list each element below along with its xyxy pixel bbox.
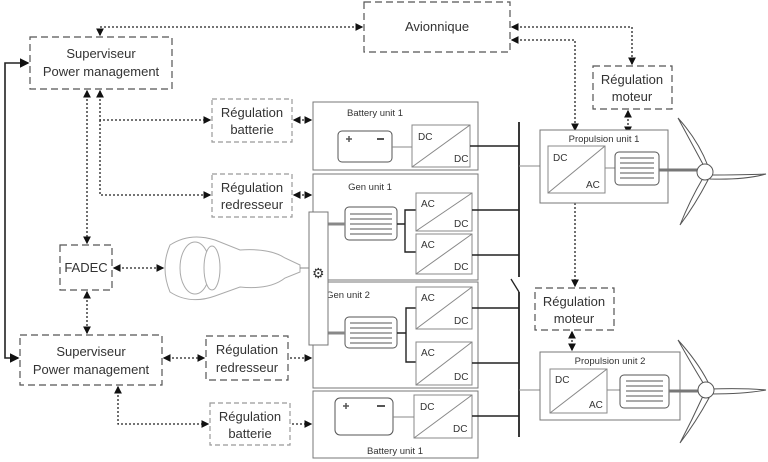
avionique-label: Avionnique	[405, 19, 469, 34]
converter-label: DC	[553, 153, 567, 164]
block-label: Régulation	[219, 409, 281, 424]
regulation-batterie-top-block: Régulation batterie	[211, 98, 293, 143]
converter-label: DC	[453, 424, 467, 435]
unit-label: Battery unit 1	[367, 446, 423, 457]
block-label: Régulation	[543, 294, 605, 309]
unit-label: Gen unit 2	[326, 290, 370, 301]
block-label: batterie	[228, 426, 271, 441]
block-label: Régulation	[601, 72, 663, 87]
block-label: Power management	[33, 362, 150, 377]
converter-label: DC	[454, 372, 468, 383]
block-label: Régulation	[216, 342, 278, 357]
supervisor-link	[4, 58, 30, 363]
converter-label: DC	[454, 316, 468, 327]
converter-label: AC	[421, 348, 435, 359]
propulsion-unit-2: Propulsion unit 2 DC AC	[539, 339, 767, 444]
regulation-batterie-bottom-block: Régulation batterie	[209, 402, 291, 446]
converter-label: DC	[555, 375, 569, 386]
unit-label: Propulsion unit 2	[575, 356, 646, 367]
block-label: Superviseur	[66, 46, 136, 61]
regulation-redresseur-top-block: Régulation redresseur	[211, 173, 293, 218]
block-label: FADEC	[64, 260, 107, 275]
converter-label: DC	[420, 402, 434, 413]
control-links	[83, 23, 636, 428]
propeller-icon	[677, 117, 767, 226]
superviseur-bottom-block: Superviseur Power management	[19, 334, 163, 386]
plus-icon	[346, 136, 352, 142]
battery-unit-bottom: Battery unit 1 DC DC	[312, 390, 519, 459]
gears-icon: ⚙	[312, 265, 325, 281]
propeller-icon	[677, 339, 767, 444]
gen-unit-1: Gen unit 1 AC DC AC DC	[312, 173, 519, 281]
battery-icon	[337, 130, 393, 163]
gen-unit-2: Gen unit 2 AC DC AC DC	[312, 281, 519, 389]
block-label: Régulation	[221, 105, 283, 120]
block-label: redresseur	[216, 360, 279, 375]
converter-label: DC	[418, 132, 432, 143]
block-label: batterie	[230, 122, 273, 137]
block-label: redresseur	[221, 197, 284, 212]
block-label: Power management	[43, 64, 160, 79]
bus-switch	[510, 278, 520, 293]
converter-label: AC	[421, 240, 435, 251]
converter-label: DC	[454, 154, 468, 165]
regulation-moteur-bottom-block: Régulation moteur	[534, 287, 615, 331]
unit-label: Gen unit 1	[348, 182, 392, 193]
battery-icon	[334, 397, 394, 436]
converter-label: AC	[421, 199, 435, 210]
superviseur-top-block: Superviseur Power management	[29, 36, 173, 90]
regulation-redresseur-bottom-block: Régulation redresseur	[205, 335, 289, 381]
block-label: moteur	[554, 311, 595, 326]
battery-unit-top: Battery unit 1 DC DC	[312, 101, 519, 171]
fadec-block: FADEC	[59, 244, 113, 291]
gearbox	[308, 211, 329, 346]
turbine-engine-icon	[164, 236, 301, 301]
unit-label: Propulsion unit 1	[569, 134, 640, 145]
converter-label: AC	[589, 400, 603, 411]
block-label: moteur	[612, 89, 653, 104]
converter-label: DC	[454, 219, 468, 230]
converter-label: AC	[421, 293, 435, 304]
regulation-moteur-top-block: Régulation moteur	[592, 65, 673, 110]
converter-label: DC	[454, 262, 468, 273]
unit-label: Battery unit 1	[347, 108, 403, 119]
plus-icon	[343, 403, 349, 409]
block-label: Régulation	[221, 180, 283, 195]
avionique-block: Avionnique	[363, 1, 511, 53]
converter-label: AC	[586, 180, 600, 191]
propulsion-unit-1: Propulsion unit 1 DC AC	[539, 117, 767, 226]
block-label: Superviseur	[56, 344, 126, 359]
